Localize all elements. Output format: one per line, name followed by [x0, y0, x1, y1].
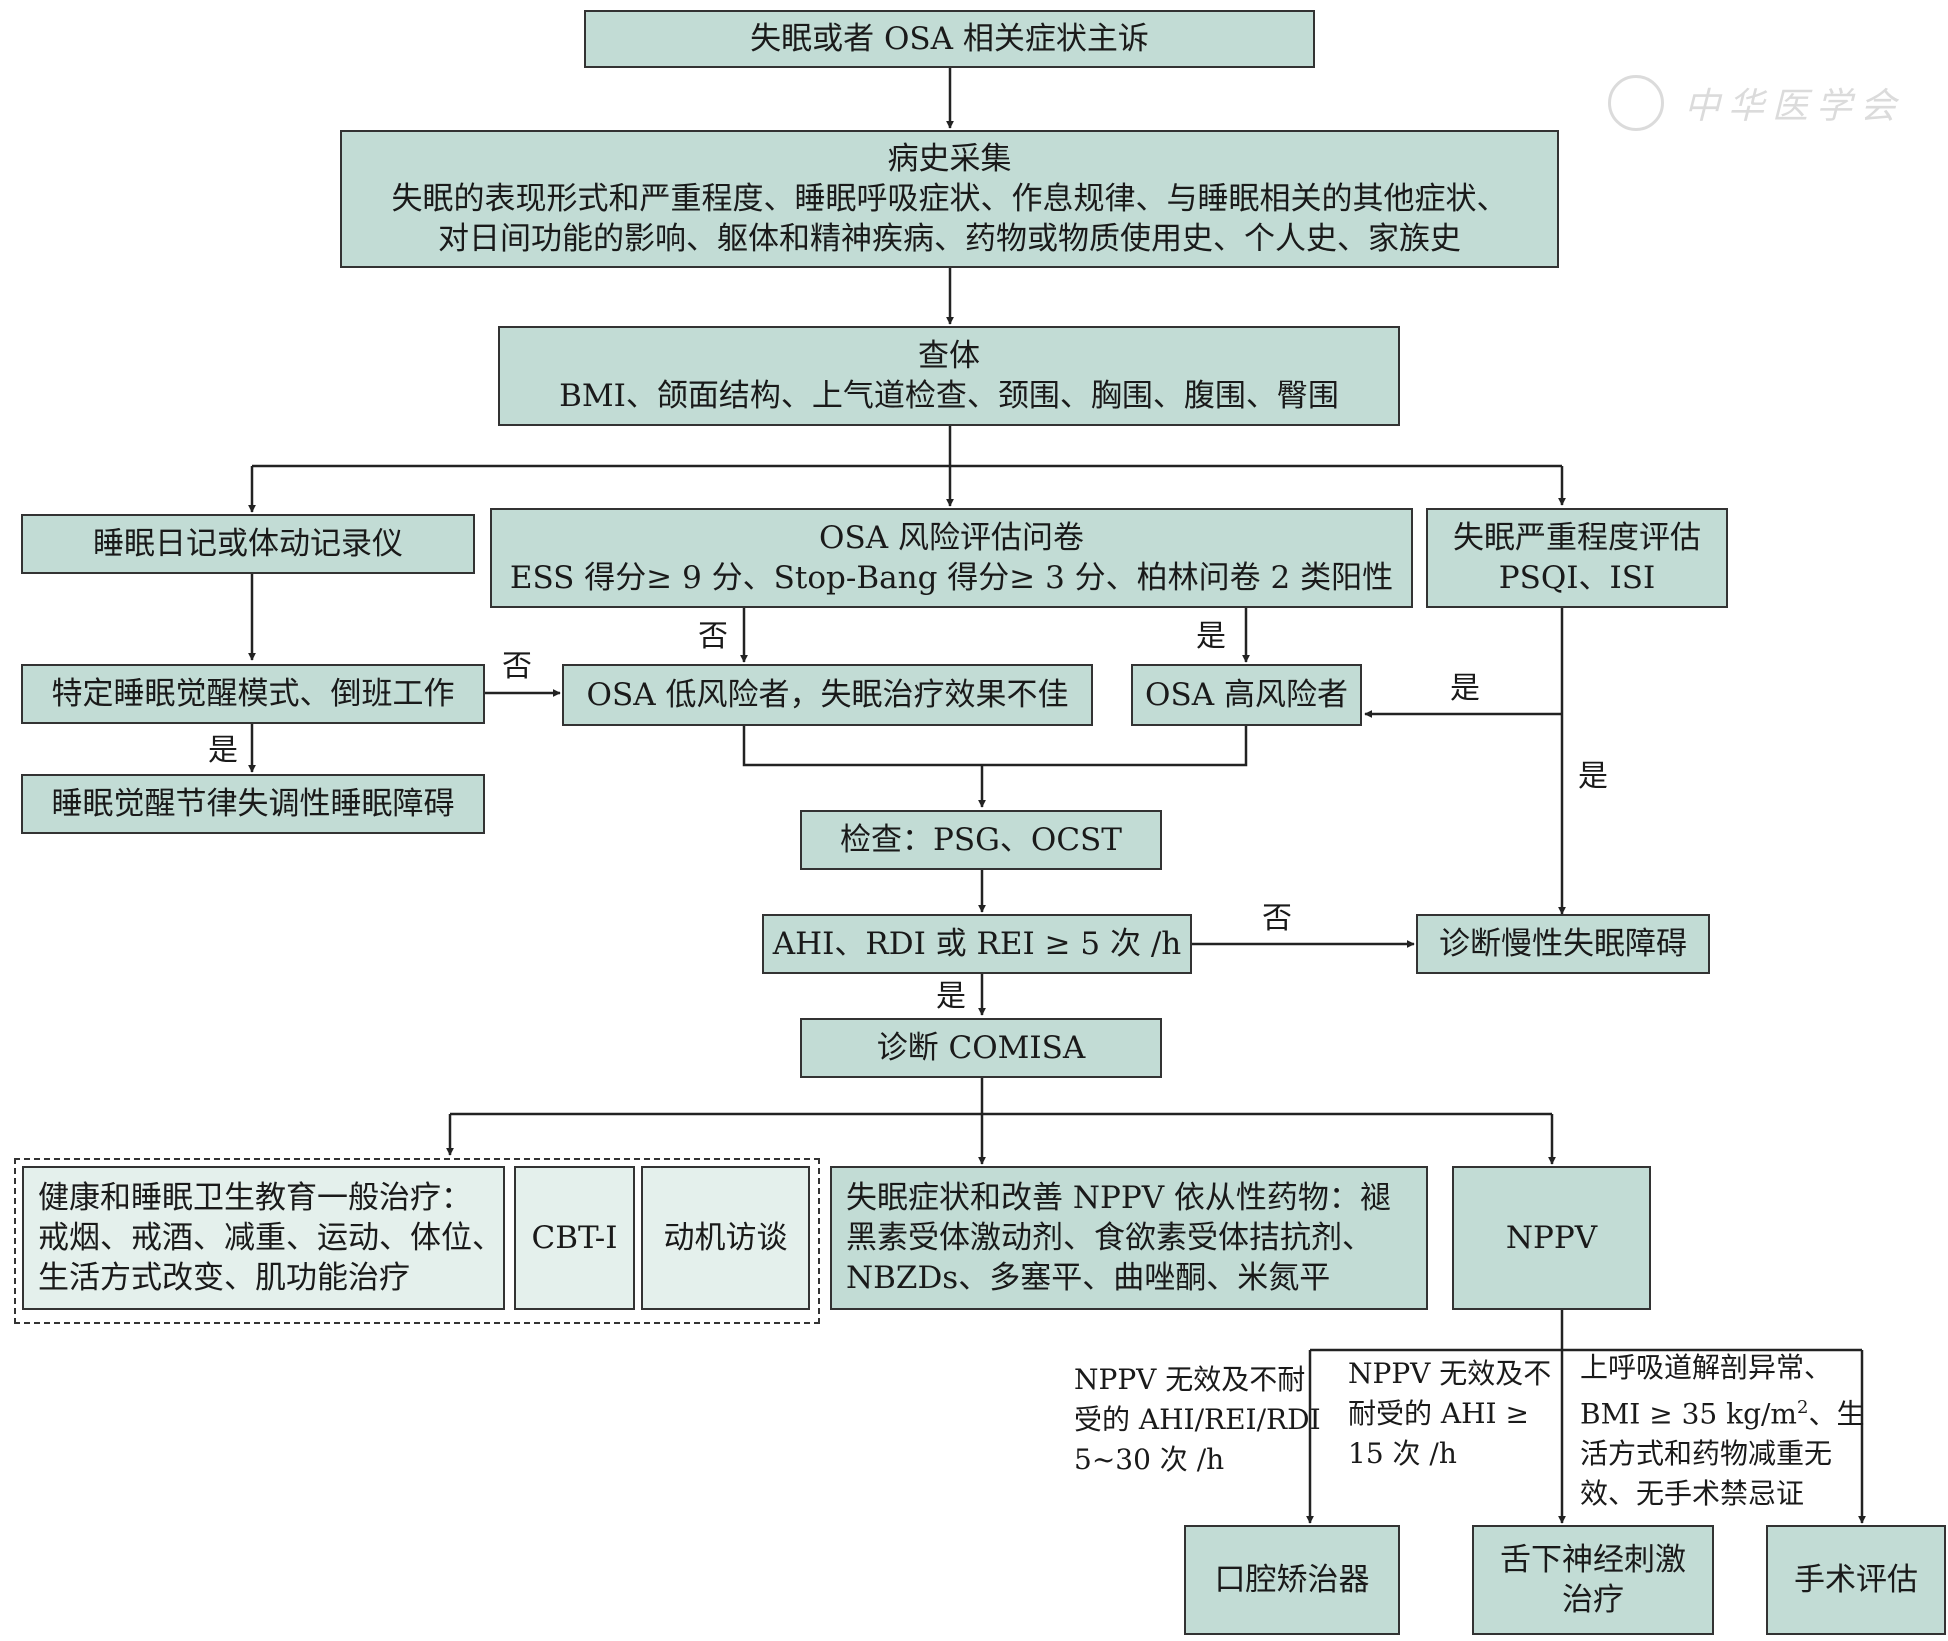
node-drug-line3: NBZDs、多塞平、曲唑酮、米氮平 [846, 1260, 1331, 1296]
node-cbti: CBT-I [514, 1166, 635, 1310]
node-chronic-insomnia-text: 诊断慢性失眠障碍 [1439, 926, 1687, 962]
note-hypo-line3: 15 次 /h [1348, 1437, 1457, 1470]
node-drug-line1: 失眠症状和改善 NPPV 依从性药物：褪 [846, 1180, 1391, 1216]
note-oral-line1: NPPV 无效及不耐 [1074, 1363, 1306, 1396]
node-physical-exam: 查体 BMI、颌面结构、上气道检查、颈围、胸围、腹围、臀围 [498, 326, 1400, 426]
label-yes-severity-to-high: 是 [1450, 671, 1480, 706]
node-hypoglossal-stimulation: 舌下神经刺激 治疗 [1472, 1525, 1714, 1635]
society-emblem-icon [1608, 75, 1664, 131]
node-complaint: 失眠或者 OSA 相关症状主诉 [584, 10, 1315, 68]
node-psg-ocst-text: 检查：PSG、OCST [840, 822, 1122, 858]
node-osa-high-risk: OSA 高风险者 [1131, 664, 1362, 726]
node-exam-title: 查体 [918, 338, 980, 374]
node-complaint-text: 失眠或者 OSA 相关症状主诉 [750, 21, 1149, 57]
note-surg-line3: 活方式和药物减重无 [1580, 1437, 1833, 1471]
node-history-title: 病史采集 [887, 141, 1012, 177]
note-oral-appliance: NPPV 无效及不耐 受的 AHI/REI/RDI 5~30 次 /h [1074, 1360, 1321, 1480]
label-no-pattern: 否 [502, 649, 532, 684]
node-general-line1: 健康和睡眠卫生教育一般治疗： [38, 1180, 472, 1216]
node-osa-questionnaire-title: OSA 风险评估问卷 [819, 520, 1084, 556]
node-psg-ocst: 检查：PSG、OCST [800, 810, 1162, 870]
note-oral-line3: 5~30 次 /h [1074, 1443, 1225, 1476]
node-circadian-disorder: 睡眠觉醒节律失调性睡眠障碍 [21, 774, 485, 834]
node-general-line2: 戒烟、戒酒、减重、运动、体位、 [38, 1220, 503, 1256]
node-insomnia-severity-line: PSQI、ISI [1498, 560, 1656, 596]
note-surg-line2-pre: BMI ≥ 35 kg/m [1580, 1397, 1797, 1431]
note-surg-line2: BMI ≥ 35 kg/m2、生 [1580, 1388, 1864, 1434]
node-specific-pattern: 特定睡眠觉醒模式、倒班工作 [21, 664, 485, 724]
note-hypo-line2: 耐受的 AHI ≥ [1348, 1397, 1529, 1430]
node-hypoglossal-line2: 治疗 [1562, 1582, 1624, 1618]
node-hypoglossal-line1: 舌下神经刺激 [1500, 1542, 1686, 1578]
node-sleep-diary: 睡眠日记或体动记录仪 [21, 514, 475, 574]
label-yes-ahi: 是 [936, 979, 966, 1014]
node-circadian-disorder-text: 睡眠觉醒节律失调性睡眠障碍 [51, 786, 455, 822]
watermark-logo: 中华医学会 [1608, 75, 1904, 131]
node-nppv: NPPV [1452, 1166, 1651, 1310]
node-motivational-interview: 动机访谈 [641, 1166, 810, 1310]
node-comisa-text: 诊断 COMISA [876, 1030, 1086, 1066]
node-specific-pattern-text: 特定睡眠觉醒模式、倒班工作 [51, 676, 455, 712]
node-osa-high-risk-text: OSA 高风险者 [1145, 677, 1348, 713]
label-no-low-risk: 否 [698, 619, 728, 654]
node-insomnia-severity-title: 失眠严重程度评估 [1453, 520, 1701, 556]
node-cbti-text: CBT-I [531, 1220, 618, 1256]
note-hypo-line1: NPPV 无效及不 [1348, 1357, 1552, 1390]
node-general-line3: 生活方式改变、肌功能治疗 [38, 1260, 410, 1296]
note-surg-line4: 效、无手术禁忌证 [1580, 1477, 1805, 1511]
note-surg-line1: 上呼吸道解剖异常、 [1580, 1351, 1833, 1384]
node-ahi-threshold-text: AHI、RDI 或 REI ≥ 5 次 /h [772, 926, 1182, 962]
node-insomnia-severity: 失眠严重程度评估 PSQI、ISI [1426, 508, 1728, 608]
node-history-line1: 失眠的表现形式和严重程度、睡眠呼吸症状、作息规律、与睡眠相关的其他症状、 [391, 181, 1508, 217]
node-motivational-text: 动机访谈 [663, 1220, 788, 1256]
node-sleep-diary-text: 睡眠日记或体动记录仪 [93, 526, 403, 562]
note-surgery: 上呼吸道解剖异常、 BMI ≥ 35 kg/m2、生 活方式和药物减重无 效、无… [1580, 1348, 1864, 1514]
label-yes-circadian: 是 [208, 733, 238, 768]
note-oral-line2: 受的 AHI/REI/RDI [1074, 1403, 1321, 1436]
node-history-line2: 对日间功能的影响、躯体和精神疾病、药物或物质使用史、个人史、家族史 [438, 221, 1461, 257]
label-yes-high-risk: 是 [1196, 619, 1226, 654]
node-nppv-text: NPPV [1505, 1220, 1598, 1256]
label-no-ahi: 否 [1262, 901, 1292, 936]
watermark-text: 中华医学会 [1684, 86, 1905, 127]
non-drug-treatment-group [14, 1158, 820, 1324]
node-chronic-insomnia: 诊断慢性失眠障碍 [1416, 914, 1710, 974]
node-osa-low-risk: OSA 低风险者，失眠治疗效果不佳 [562, 664, 1093, 726]
node-exam-line: BMI、颌面结构、上气道检查、颈围、胸围、腹围、臀围 [559, 378, 1339, 414]
node-osa-questionnaire: OSA 风险评估问卷 ESS 得分≥ 9 分、Stop-Bang 得分≥ 3 分… [490, 508, 1413, 608]
node-oral-appliance: 口腔矫治器 [1184, 1525, 1400, 1635]
node-general-treatment: 健康和睡眠卫生教育一般治疗： 戒烟、戒酒、减重、运动、体位、 生活方式改变、肌功… [22, 1166, 505, 1310]
node-osa-low-risk-text: OSA 低风险者，失眠治疗效果不佳 [586, 677, 1069, 713]
node-comisa: 诊断 COMISA [800, 1018, 1162, 1078]
node-drug-line2: 黑素受体激动剂、食欲素受体拮抗剂、 [846, 1220, 1373, 1256]
node-osa-questionnaire-line: ESS 得分≥ 9 分、Stop-Bang 得分≥ 3 分、柏林问卷 2 类阳性 [509, 560, 1394, 596]
node-surgery-evaluation: 手术评估 [1766, 1525, 1946, 1635]
label-yes-severity-to-chronic: 是 [1578, 759, 1608, 794]
note-hypoglossal: NPPV 无效及不 耐受的 AHI ≥ 15 次 /h [1348, 1354, 1551, 1474]
note-surg-line2-post: 、生 [1808, 1397, 1865, 1431]
node-ahi-threshold: AHI、RDI 或 REI ≥ 5 次 /h [762, 914, 1192, 974]
node-drug-treatment: 失眠症状和改善 NPPV 依从性药物：褪 黑素受体激动剂、食欲素受体拮抗剂、 N… [830, 1166, 1428, 1310]
node-history: 病史采集 失眠的表现形式和严重程度、睡眠呼吸症状、作息规律、与睡眠相关的其他症状… [340, 130, 1559, 268]
node-surgery-text: 手术评估 [1794, 1562, 1918, 1598]
note-surg-superscript: 2 [1796, 1397, 1809, 1418]
node-oral-appliance-text: 口腔矫治器 [1214, 1562, 1370, 1598]
